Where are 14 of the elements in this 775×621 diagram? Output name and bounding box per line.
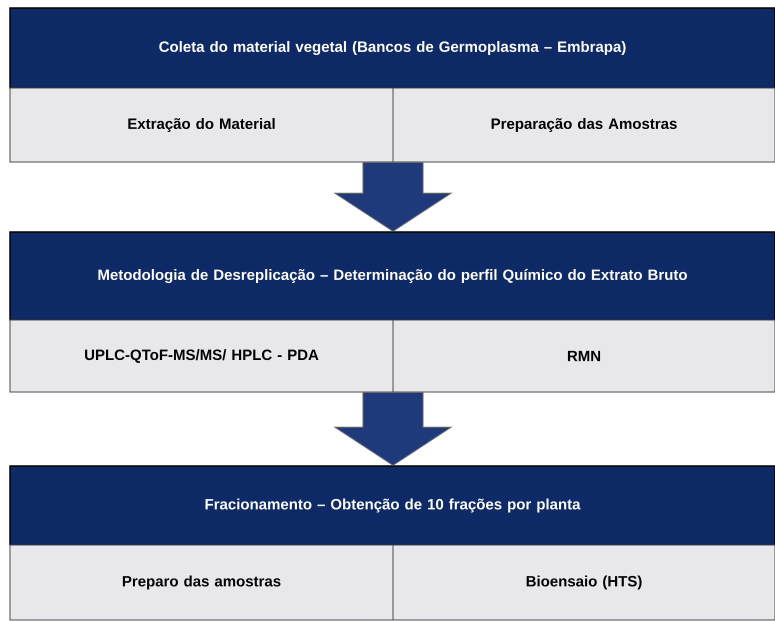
node-label: RMN bbox=[568, 350, 600, 362]
table-cell: Preparação das Amostras bbox=[392, 88, 775, 162]
table-cell: RMN bbox=[392, 320, 775, 392]
node-label: Bioensaio (HTS) bbox=[526, 576, 642, 590]
header-bar: Fracionamento – Obtenção de 10 frações por planta bbox=[9, 465, 775, 546]
block-arrow bbox=[333, 162, 453, 232]
table-cell: UPLC-QToF-MS/MS/ HPLC - PDA bbox=[10, 320, 394, 392]
header-bar: Coleta do material vegetal (Bancos de Germoplasma – Embrapa) bbox=[9, 7, 775, 89]
table-cell: Preparo das amostras bbox=[10, 544, 394, 620]
table-cell: Bioensaio (HTS) bbox=[392, 544, 775, 620]
node-label: Preparo das amostras bbox=[122, 576, 280, 590]
header-bar: Metodologia de Desreplicação – Determinação do perfil Químico do Extrato Bruto bbox=[9, 231, 775, 321]
block-arrow bbox=[333, 392, 453, 466]
table-cell: Extração do Material bbox=[10, 88, 394, 162]
